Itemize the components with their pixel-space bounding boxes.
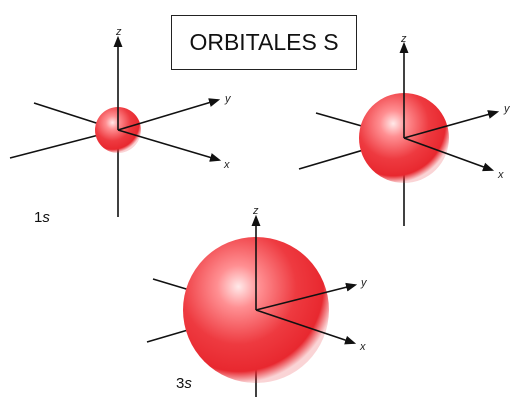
z-axis-label: z	[115, 26, 122, 38]
orbital-2s: z y x	[298, 33, 511, 226]
orbital-1s: z y x 1s	[9, 26, 232, 226]
y-axis	[117, 98, 221, 131]
y-axis-label: y	[224, 93, 232, 105]
x-axis-label: x	[223, 159, 230, 171]
x-axis	[255, 309, 357, 345]
y-axis-label: y	[503, 103, 511, 115]
y-axis-label: y	[360, 277, 368, 289]
orbital-label-1s: 1s	[34, 209, 50, 226]
x-axis-label: x	[359, 341, 366, 353]
x-axis	[403, 137, 495, 172]
orbital-3s: z y x 3s	[146, 205, 368, 397]
diagram-title: ORBITALES S	[171, 15, 357, 70]
x-axis-label: x	[497, 169, 504, 181]
orbital-label-3s: 3s	[176, 375, 192, 392]
y-axis	[403, 110, 500, 139]
x-axis	[117, 129, 222, 162]
y-axis	[255, 282, 358, 311]
z-axis-label: z	[252, 205, 259, 217]
z-axis-label: z	[400, 33, 407, 45]
